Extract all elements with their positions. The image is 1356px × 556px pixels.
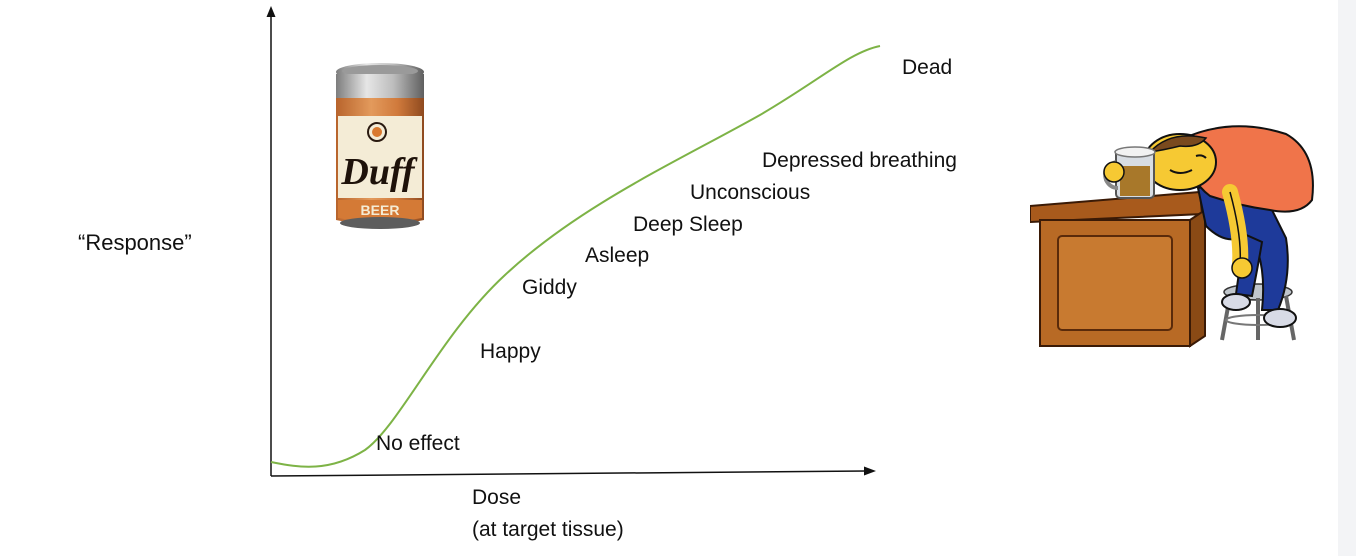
x-axis-arrowhead [864,466,876,476]
stage-label-giddy: Giddy [522,276,577,299]
right-edge-strip [1338,0,1356,556]
stage-label-asleep: Asleep [585,244,650,267]
x-axis-label: Dose [472,486,522,509]
can-logo-text: Duff [340,151,418,193]
response-curve [270,45,881,468]
stage-label-deep-sleep: Deep Sleep [633,213,743,236]
stage-label-depressed-breathing: Depressed breathing [762,149,957,172]
x-axis-label-detail: (at target tissue) [472,518,624,541]
can-sub-text: BEER [361,202,400,218]
stage-label-dead: Dead [902,56,953,79]
y-axis-arrowhead [266,6,276,17]
x-axis [270,470,867,477]
drunk-man-at-bar-illustration [1030,125,1314,348]
y-axis-label: “Response” [78,230,192,255]
stage-label-no-effect: No effect [376,432,460,455]
beer-can-illustration: Duff BEER [336,63,424,229]
stage-label-unconscious: Unconscious [690,181,811,204]
stage-label-happy: Happy [480,340,541,363]
